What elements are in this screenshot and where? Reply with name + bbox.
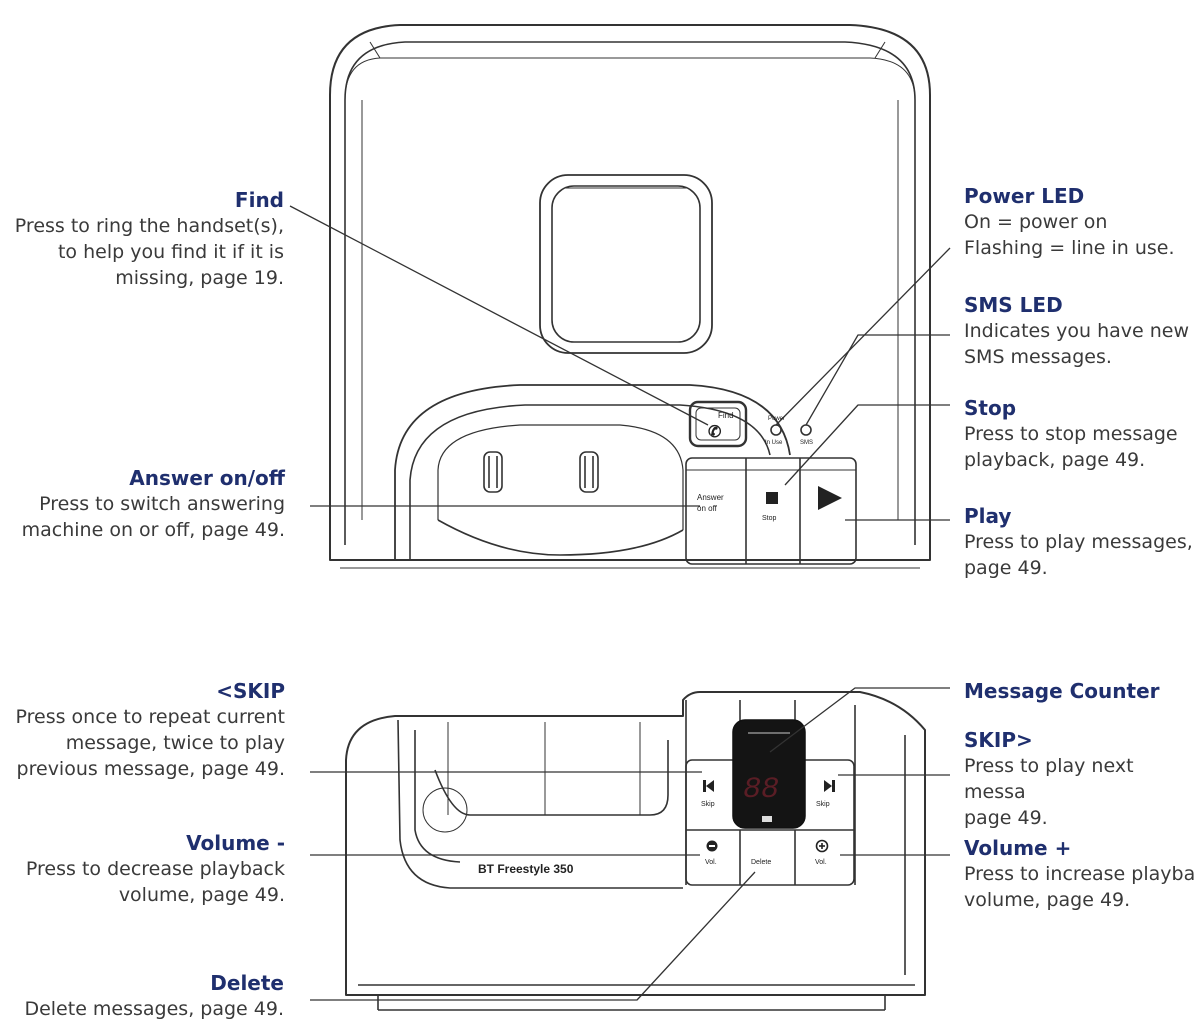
callout-desc: Press to decrease playback volume, page … (25, 858, 285, 906)
callout-stop: Stop Press to stop message playback, pag… (964, 395, 1178, 473)
callout-message-counter: Message Counter (964, 678, 1160, 704)
callout-volume-minus: Volume - Press to decrease playback volu… (26, 830, 285, 908)
callout-title: Delete (210, 971, 284, 995)
delete-button-label: Delete (751, 859, 771, 866)
callout-title: Volume + (964, 836, 1072, 860)
callout-title: Answer on/off (129, 466, 285, 490)
callout-skip-fwd: SKIP> Press to play next messa page 49. (964, 727, 1201, 831)
callout-desc: Press to stop message playback, page 49. (964, 423, 1178, 471)
stop-button-label: Stop (762, 515, 777, 522)
leader-delete (310, 871, 756, 1001)
sms-label: SMS (800, 440, 813, 446)
callout-power-led: Power LED On = power on Flashing = line … (964, 183, 1175, 261)
in-use-label: In Use (765, 440, 783, 446)
skip-back-label: Skip (701, 801, 715, 808)
answer-on-off-label: on off (697, 504, 718, 513)
callout-find: Find Press to ring the handset(s), to he… (15, 187, 284, 291)
callout-title: Stop (964, 396, 1017, 420)
callout-title: Volume - (186, 831, 285, 855)
volume-plus-button[interactable] (795, 830, 854, 885)
callout-desc: Press to play messages, page 49. (964, 531, 1193, 579)
message-counter-display: 88 (743, 773, 779, 807)
callout-delete: Delete Delete messages, page 49. (24, 970, 284, 1022)
callout-sms-led: SMS LED Indicates you have new SMS messa… (964, 292, 1189, 370)
callout-desc: Press to increase playba volume, page 49… (964, 863, 1196, 911)
leader-sms-led (805, 334, 950, 426)
skip-back-button[interactable] (686, 760, 733, 830)
base-back-view (345, 691, 926, 1011)
volume-minus-button[interactable] (686, 830, 740, 885)
vol-plus-label: Vol. (815, 859, 827, 866)
answer-on-off-button[interactable] (686, 470, 746, 564)
base-front-view (329, 24, 931, 569)
callout-title: SMS LED (964, 293, 1063, 317)
callout-desc: Delete messages, page 49. (24, 998, 284, 1020)
phone-icon[interactable]: ✆ (708, 424, 722, 441)
leader-message-counter (769, 687, 950, 753)
callout-skip-back: <SKIP Press once to repeat current messa… (15, 678, 285, 782)
callout-play: Play Press to play messages, page 49. (964, 503, 1193, 581)
callout-title: <SKIP (216, 679, 285, 703)
delete-button[interactable] (740, 830, 795, 885)
power-led-label: Power (768, 416, 785, 422)
callout-title: Find (234, 188, 284, 212)
model-label: BT Freestyle 350 (478, 862, 574, 876)
stop-button[interactable] (746, 470, 800, 564)
skip-fwd-label: Skip (816, 801, 830, 808)
callout-title: SKIP> (964, 728, 1033, 752)
answer-button-label: Answer (697, 493, 724, 502)
callout-title: Play (964, 504, 1012, 528)
find-button[interactable] (690, 402, 746, 446)
leader-stop (784, 404, 950, 486)
vol-minus-label: Vol. (705, 859, 717, 866)
leader-lines (289, 205, 951, 1001)
find-button-label: Find (718, 411, 734, 420)
callout-desc: Press to play next messa page 49. (964, 755, 1134, 829)
callout-desc: Press to switch answering machine on or … (21, 493, 285, 541)
callout-title: Message Counter (964, 679, 1160, 703)
leader-find (289, 205, 709, 426)
leader-power-led (775, 247, 951, 426)
callout-answer-on-off: Answer on/off Press to switch answering … (22, 465, 285, 543)
callout-volume-plus: Volume + Press to increase playba volume… (964, 835, 1195, 913)
callout-title: Power LED (964, 184, 1085, 208)
skip-fwd-button[interactable] (805, 760, 854, 830)
play-button[interactable] (800, 470, 856, 564)
callout-desc: On = power on Flashing = line in use. (964, 211, 1175, 259)
callout-desc: Press to ring the handset(s), to help yo… (14, 215, 284, 289)
callout-desc: Press once to repeat current message, tw… (15, 706, 285, 780)
callout-desc: Indicates you have new SMS messages. (964, 320, 1190, 368)
